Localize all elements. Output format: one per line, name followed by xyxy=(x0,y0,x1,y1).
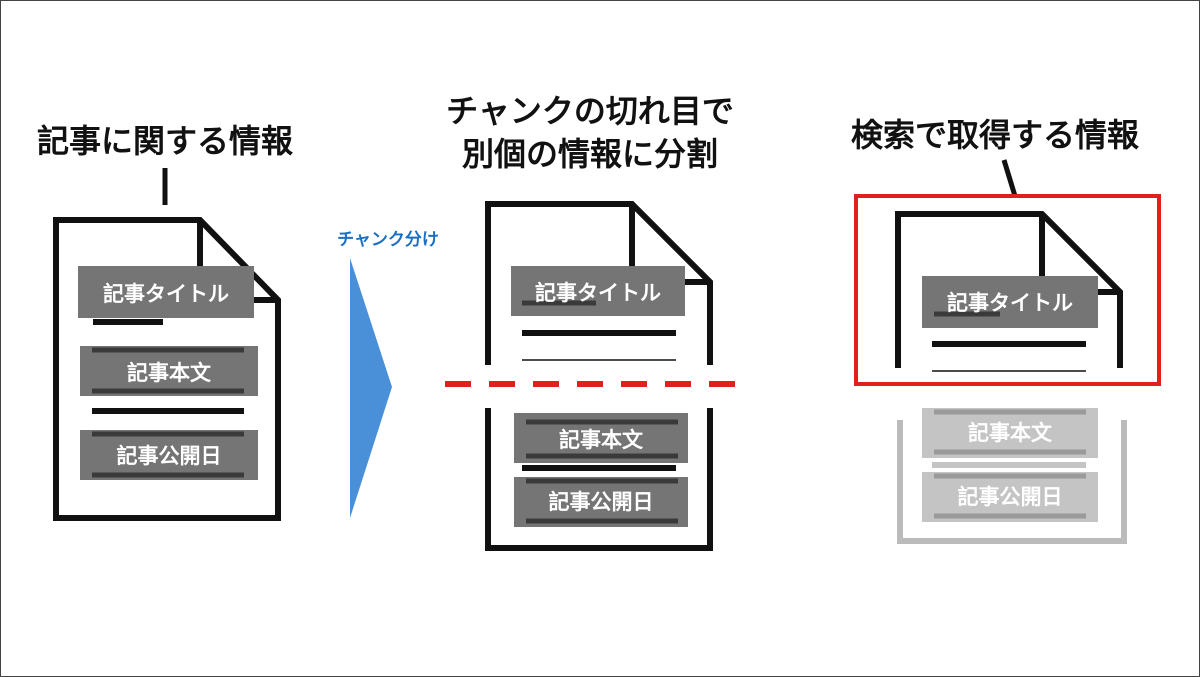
right-block-label-date: 記事公開日 xyxy=(958,485,1063,509)
right-pointer-line xyxy=(1001,159,1018,197)
left-title: 記事に関する情報 xyxy=(37,122,293,160)
left-block-label-body: 記事本文 xyxy=(127,361,212,385)
middle-title-line1: チャンクの切れ目で xyxy=(446,92,734,130)
right-lower-chunk-faded xyxy=(897,420,1127,544)
retrieved-chunk-highlight xyxy=(854,194,1161,386)
middle-title-line2: 別個の情報に分割 xyxy=(462,135,718,173)
middle-block-label-title: 記事タイトル xyxy=(535,281,661,305)
middle-lower-chunk xyxy=(485,408,713,551)
left-body-block xyxy=(80,346,258,396)
chunking-label: チャンク分け xyxy=(337,230,439,250)
arrow-triangle xyxy=(350,258,392,518)
right-title: 検索で取得する情報 xyxy=(851,116,1139,154)
middle-block-label-body: 記事本文 xyxy=(559,428,644,452)
middle-block-label-date: 記事公開日 xyxy=(549,490,654,514)
middle-title-block xyxy=(511,266,685,316)
left-panel: 記事に関する情報 記事タイトル 記事本文 記事公開日 xyxy=(37,122,293,521)
right-title-block xyxy=(922,276,1098,328)
chunking-arrow: チャンク分け xyxy=(337,230,439,518)
left-block-label-title: 記事タイトル xyxy=(103,282,229,306)
left-title-block xyxy=(78,266,254,318)
right-panel: 検索で取得する情報 記事タイトル 記事本文 記事公開日 xyxy=(851,116,1161,544)
left-block-label-date: 記事公開日 xyxy=(117,444,222,468)
left-date-block xyxy=(80,430,258,480)
middle-panel: チャンクの切れ目で 別個の情報に分割 記事タイトル 記事本文 記事公開日 xyxy=(445,92,738,551)
right-block-label-title: 記事タイトル xyxy=(947,291,1073,315)
right-block-label-body: 記事本文 xyxy=(968,421,1053,445)
